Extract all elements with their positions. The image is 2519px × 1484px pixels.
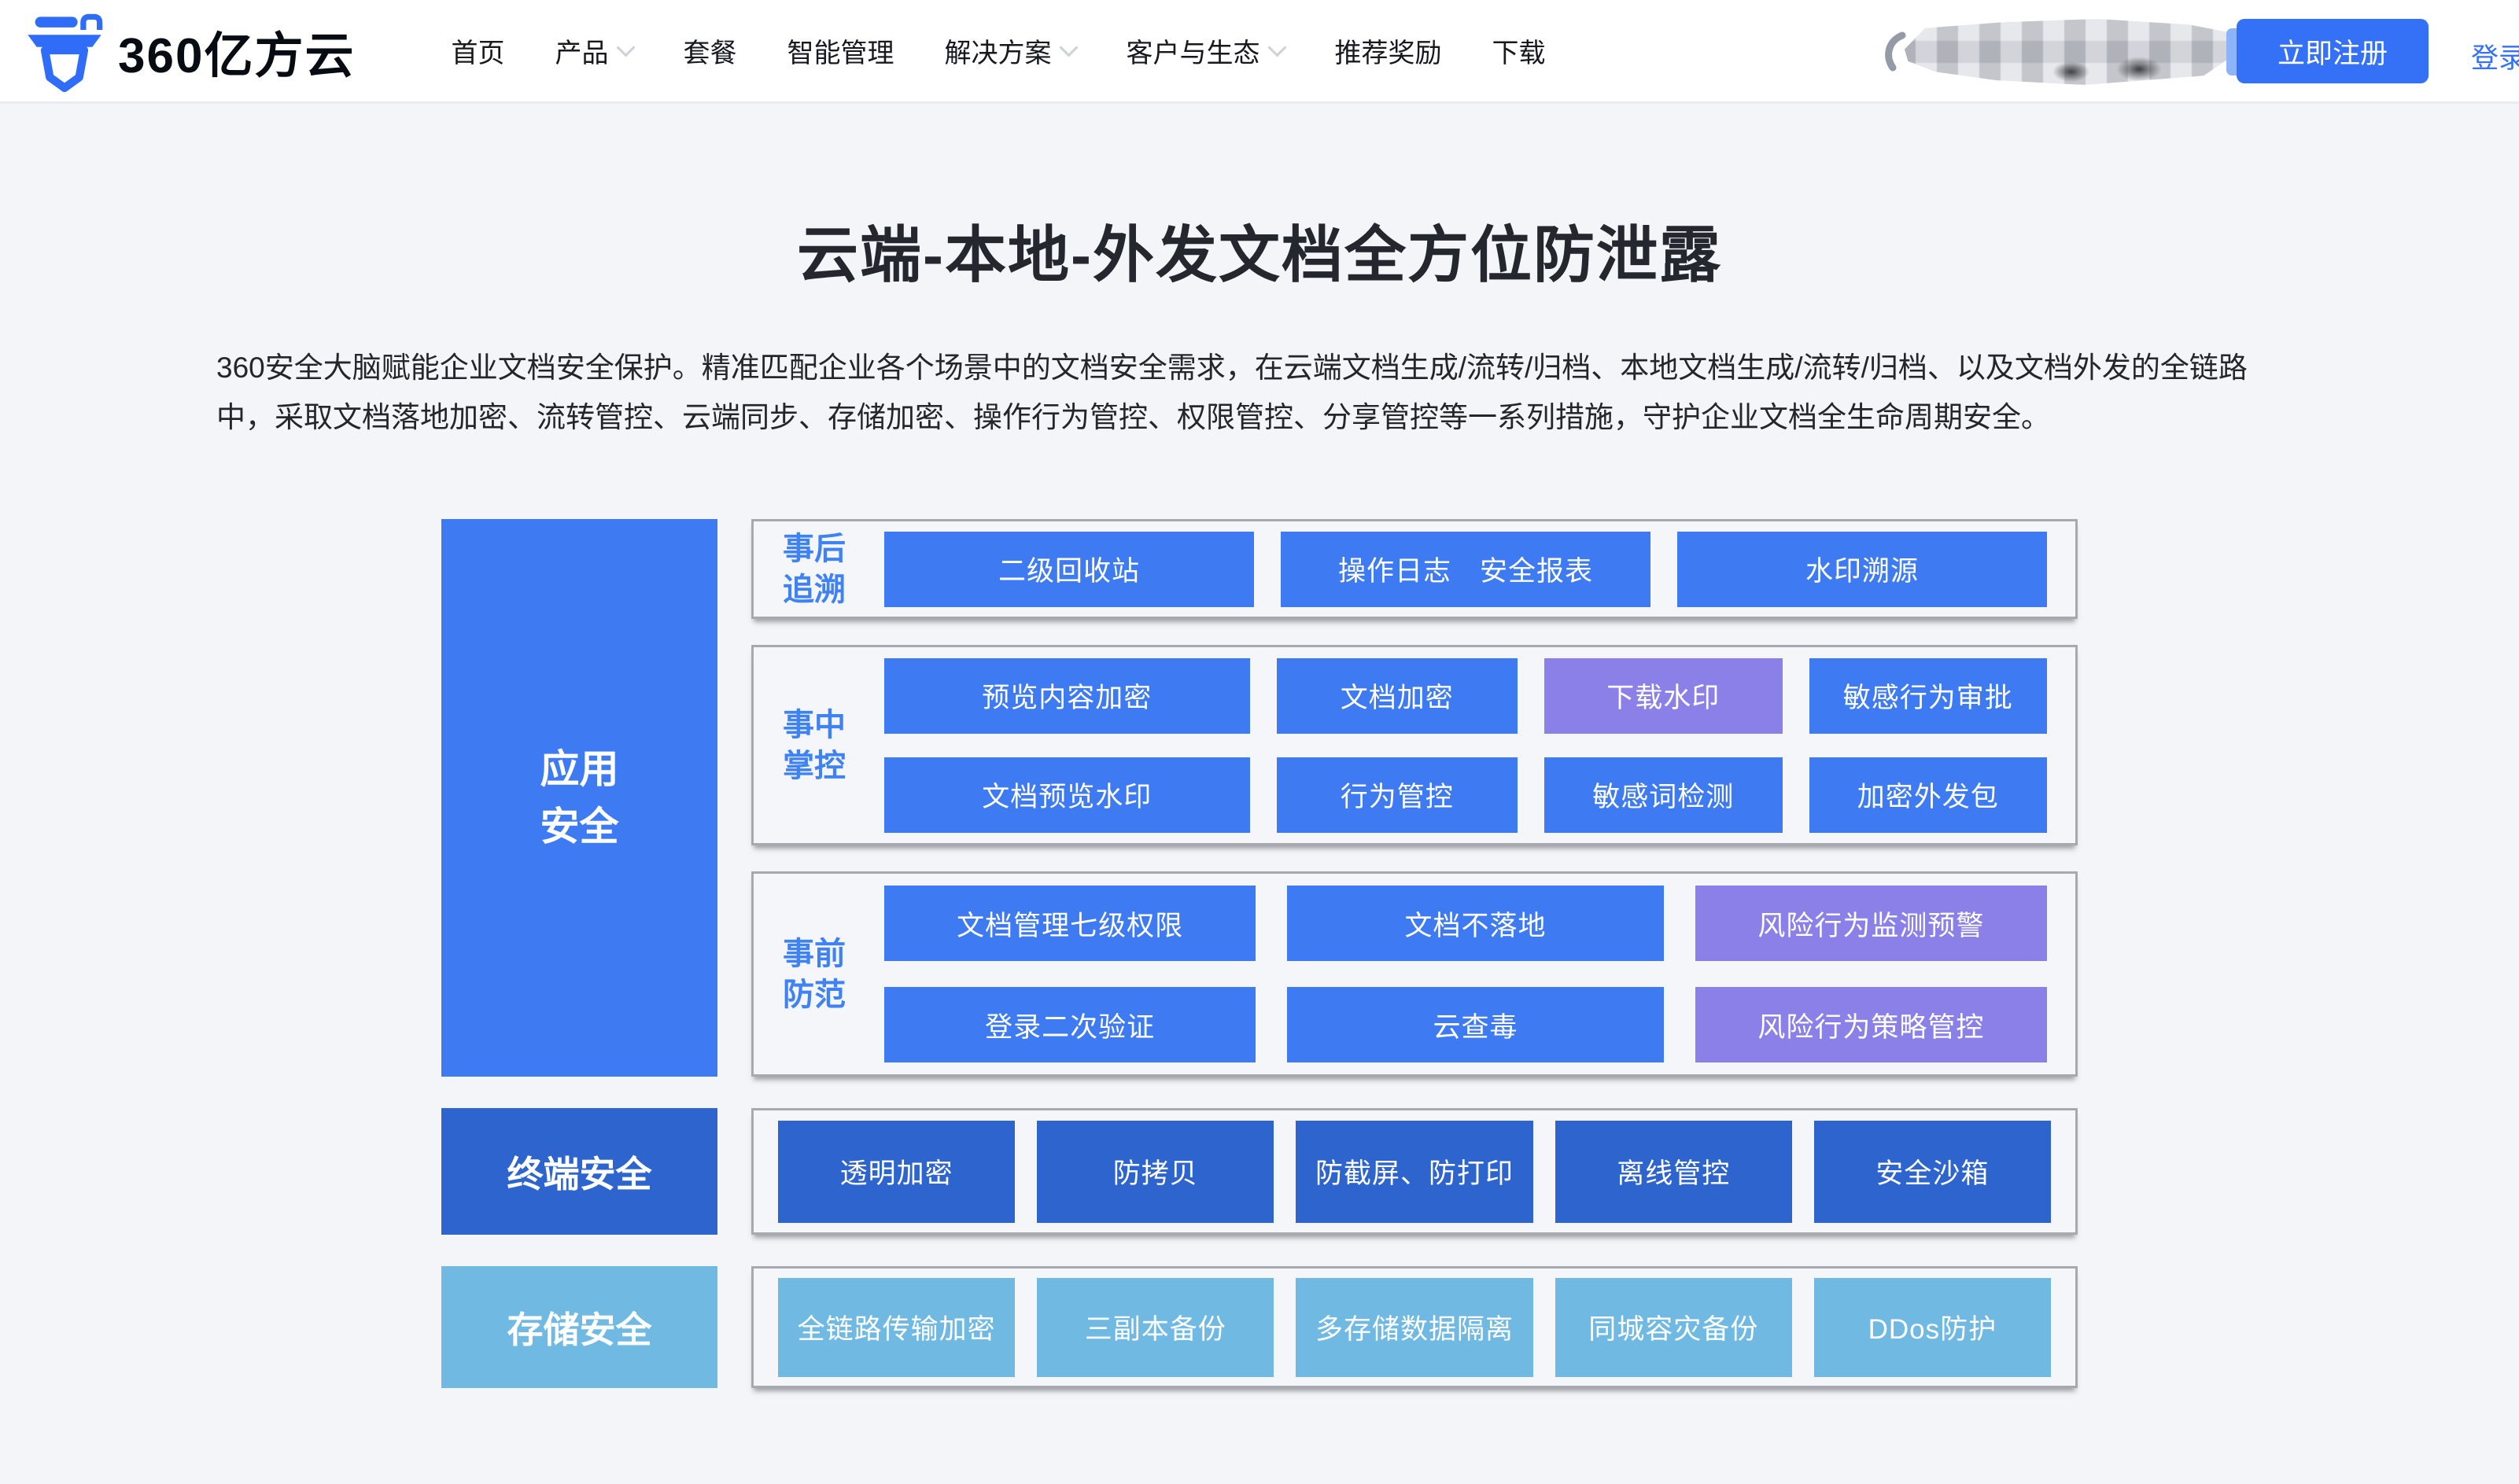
feature-box: 操作日志 安全报表: [1281, 531, 1650, 607]
feature-box: DDos防护: [1813, 1277, 2051, 1377]
feature-box: 透明加密: [778, 1120, 1016, 1223]
group-label: 事后 追溯: [783, 531, 846, 607]
feature-box: 防拷贝: [1037, 1120, 1274, 1223]
chevron-down-icon: [616, 38, 636, 57]
group-terminal-security: 透明加密 防拷贝 防截屏、防打印 离线管控 安全沙箱: [751, 1108, 2078, 1235]
security-diagram: 应用 安全 事后 追溯 二级回收站 操作日志 安全报表 水印溯源 事中 掌控 预…: [441, 519, 2078, 1388]
category-storage-security: 存储安全: [441, 1266, 717, 1388]
page-title: 云端-本地-外发文档全方位防泄露: [797, 220, 1722, 289]
register-button[interactable]: 立即注册: [2237, 19, 2429, 83]
nav-item-home[interactable]: 首页: [451, 39, 505, 68]
nav-item-customers-ecosystem[interactable]: 客户与生态: [1126, 31, 1287, 70]
group-items: 文档管理七级权限 文档不落地 风险行为监测预警 登录二次验证 云查毒 风险行为策…: [884, 874, 2075, 1074]
feature-box: 敏感行为审批: [1809, 657, 2047, 734]
feature-box: 登录二次验证: [884, 987, 1256, 1062]
feature-box: 防截屏、防打印: [1296, 1120, 1533, 1223]
logo-text: 360亿方云: [118, 28, 356, 83]
nav-item-referral-rewards[interactable]: 推荐奖励: [1334, 39, 1442, 68]
header: 360亿方云 首页 产品 套餐 智能管理 解决方案 客户与生态 推荐奖励 下载 …: [0, 0, 2519, 104]
feature-box: 全链路传输加密: [778, 1277, 1016, 1377]
group-pre-event-prevention: 事前 防范 文档管理七级权限 文档不落地 风险行为监测预警 登录二次验证 云查毒…: [751, 871, 2078, 1077]
chevron-down-icon: [1059, 38, 1079, 57]
feature-box: 二级回收站: [884, 531, 1254, 607]
group-items: 预览内容加密 文档加密 下载水印 敏感行为审批 文档预览水印 行为管控 敏感词检…: [884, 647, 2075, 843]
logo-shield-icon: [24, 9, 105, 94]
feature-box: 风险行为策略管控: [1695, 987, 2047, 1062]
feature-box: 安全沙箱: [1813, 1120, 2051, 1223]
nav-item-plans[interactable]: 套餐: [683, 39, 737, 68]
phone-icon: [1882, 31, 1910, 76]
feature-box: 文档不落地: [1287, 886, 1664, 961]
nav-item-smart-management[interactable]: 智能管理: [787, 39, 894, 68]
nav-item-products[interactable]: 产品: [555, 31, 636, 70]
page-description: 360安全大脑赋能企业文档安全保护。精准匹配企业各个场景中的文档安全需求，在云端…: [216, 352, 2248, 433]
feature-box: 文档管理七级权限: [884, 886, 1256, 961]
feature-box: 云查毒: [1287, 987, 1664, 1062]
nav-item-download[interactable]: 下载: [1492, 39, 1546, 68]
terminal-groups: 透明加密 防拷贝 防截屏、防打印 离线管控 安全沙箱: [751, 1108, 2078, 1235]
feature-box: 同城容灾备份: [1555, 1277, 1792, 1377]
group-items: 二级回收站 操作日志 安全报表 水印溯源: [884, 521, 2075, 617]
category-application-security: 应用 安全: [441, 519, 717, 1077]
application-groups: 事后 追溯 二级回收站 操作日志 安全报表 水印溯源 事中 掌控 预览内容加密 …: [751, 519, 2078, 1077]
chevron-down-icon: [1267, 38, 1287, 57]
group-post-event-trace: 事后 追溯 二级回收站 操作日志 安全报表 水印溯源: [751, 519, 2078, 619]
feature-box: 离线管控: [1555, 1120, 1792, 1223]
band-application-security: 应用 安全 事后 追溯 二级回收站 操作日志 安全报表 水印溯源 事中 掌控 预…: [441, 519, 2078, 1077]
group-items: 透明加密 防拷贝 防截屏、防打印 离线管控 安全沙箱: [754, 1110, 2075, 1232]
feature-box: 预览内容加密: [884, 657, 1250, 734]
nav-item-solutions[interactable]: 解决方案: [944, 31, 1079, 70]
phone-number-mosaic: [1904, 19, 2234, 85]
feature-box: 多存储数据隔离: [1296, 1277, 1533, 1377]
feature-box: 文档加密: [1276, 657, 1518, 734]
feature-box: 三副本备份: [1037, 1277, 1274, 1377]
login-link[interactable]: 登录: [2471, 43, 2519, 74]
band-terminal-security: 终端安全 透明加密 防拷贝 防截屏、防打印 离线管控 安全沙箱: [441, 1108, 2078, 1235]
feature-box: 水印溯源: [1677, 531, 2047, 607]
feature-box: 敏感词检测: [1544, 757, 1783, 833]
group-in-event-control: 事中 掌控 预览内容加密 文档加密 下载水印 敏感行为审批 文档预览水印 行为管…: [751, 645, 2078, 845]
feature-box: 加密外发包: [1809, 757, 2047, 833]
category-terminal-security: 终端安全: [441, 1108, 717, 1235]
feature-box: 风险行为监测预警: [1695, 886, 2047, 961]
group-storage-security: 全链路传输加密 三副本备份 多存储数据隔离 同城容灾备份 DDos防护: [751, 1266, 2078, 1388]
group-label: 事中 掌控: [783, 707, 846, 783]
storage-groups: 全链路传输加密 三副本备份 多存储数据隔离 同城容灾备份 DDos防护: [751, 1266, 2078, 1388]
main-nav: 首页 产品 套餐 智能管理 解决方案 客户与生态 推荐奖励 下载: [451, 31, 1545, 70]
feature-box: 下载水印: [1544, 657, 1783, 734]
band-storage-security: 存储安全 全链路传输加密 三副本备份 多存储数据隔离 同城容灾备份 DDos防护: [441, 1266, 2078, 1388]
feature-box: 行为管控: [1276, 757, 1518, 833]
group-items: 全链路传输加密 三副本备份 多存储数据隔离 同城容灾备份 DDos防护: [754, 1269, 2075, 1386]
feature-box: 文档预览水印: [884, 757, 1250, 833]
logo[interactable]: 360亿方云: [24, 9, 355, 94]
group-label: 事前 防范: [783, 936, 846, 1012]
